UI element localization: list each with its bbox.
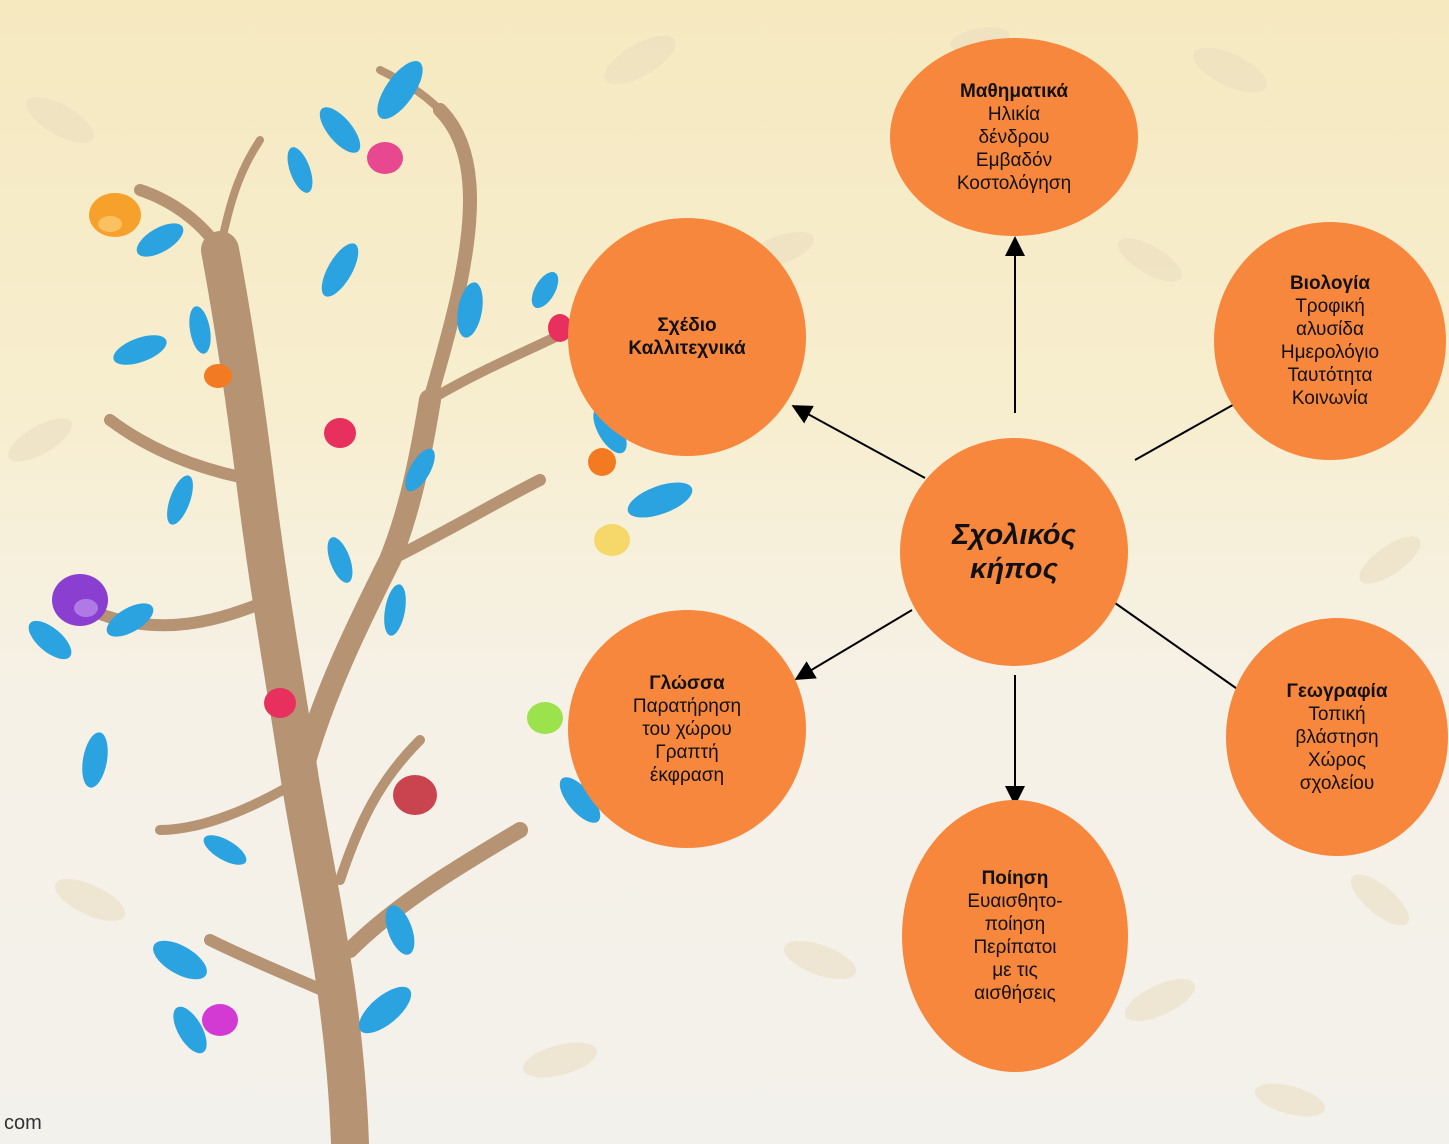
bio-node: Βιολογία Τροφική αλυσίδα Ημερολόγιο Ταυτ…	[1214, 222, 1446, 460]
lang-node: Γλώσσα Παρατήρηση του χώρου Γραπτή έκφρα…	[568, 610, 806, 848]
art-title-2: Καλλιτεχνικά	[628, 338, 746, 359]
poem-node: Ποίηση Ευαισθητο- ποίηση Περίπατοι με τι…	[902, 800, 1128, 1072]
bio-line-2: αλυσίδα	[1296, 319, 1364, 340]
lang-line-3: Γραπτή	[655, 741, 719, 763]
math-line-1: Ηλικία	[987, 103, 1041, 125]
background-leaves	[8, 27, 1421, 1117]
bird-pink-2	[324, 418, 356, 448]
bird-pink-1	[367, 142, 403, 174]
bird-red	[264, 688, 296, 718]
center-node: Σχολικός κήπος	[900, 438, 1128, 666]
poem-line-4: με τις	[992, 960, 1038, 981]
bird-green	[527, 702, 563, 734]
art-title: Σχέδιο	[657, 315, 717, 336]
geo-title: Γεωγραφία	[1286, 680, 1388, 702]
bird-purple	[52, 574, 108, 626]
geo-line-3: Χώρος	[1307, 749, 1367, 771]
poem-line-5: αισθήσεις	[974, 983, 1056, 1004]
watermark-text: com	[4, 1112, 42, 1134]
lang-title: Γλώσσα	[649, 672, 725, 694]
poem-line-3: Περίπατοι	[973, 937, 1057, 958]
arrow-to-art	[791, 405, 926, 479]
bird-orange-3	[588, 448, 616, 476]
math-line-4: Κοστολόγηση	[956, 172, 1072, 194]
bird-orange-1	[89, 193, 141, 237]
bird-yellow	[594, 524, 630, 556]
poem-line-1: Ευαισθητο-	[967, 891, 1063, 912]
birds	[52, 142, 630, 1036]
bird-magenta	[202, 1004, 238, 1036]
math-line-3: Εμβαδόν	[975, 149, 1053, 171]
bird-pink-3	[548, 314, 572, 342]
geo-line-2: βλάστηση	[1295, 726, 1379, 748]
center-line-1: Σχολικός	[952, 519, 1076, 551]
geo-line-1: Τοπική	[1308, 703, 1366, 725]
blue-leaves	[28, 61, 693, 1054]
bird-orange-2	[204, 364, 232, 388]
bio-title: Βιολογία	[1289, 273, 1371, 294]
geo-node: Γεωγραφία Τοπική βλάστηση Χώρος σχολείου	[1226, 618, 1448, 856]
poem-line-2: ποίηση	[984, 914, 1046, 935]
math-node: Μαθηματικά Ηλικία δένδρου Εμβαδόν Κοστολ…	[890, 38, 1138, 236]
lang-line-1: Παρατήρηση	[632, 695, 742, 717]
bio-line-5: Κοινωνία	[1291, 388, 1369, 409]
math-title: Μαθηματικά	[959, 80, 1069, 102]
bio-line-3: Ημερολόγιο	[1280, 342, 1380, 363]
geo-line-4: σχολείου	[1299, 772, 1375, 794]
bio-line-1: Τροφική	[1295, 296, 1365, 317]
art-node: Σχέδιο Καλλιτεχνικά	[568, 218, 806, 456]
arrow-to-lang	[794, 609, 913, 681]
bio-line-4: Ταυτότητα	[1287, 365, 1373, 386]
lang-line-4: έκφραση	[649, 764, 725, 786]
center-line-2: κήπος	[970, 553, 1058, 585]
poem-title: Ποίηση	[981, 868, 1049, 889]
lang-line-2: του χώρου	[642, 718, 732, 740]
math-line-2: δένδρου	[978, 126, 1050, 148]
bird-maroon	[393, 775, 437, 815]
